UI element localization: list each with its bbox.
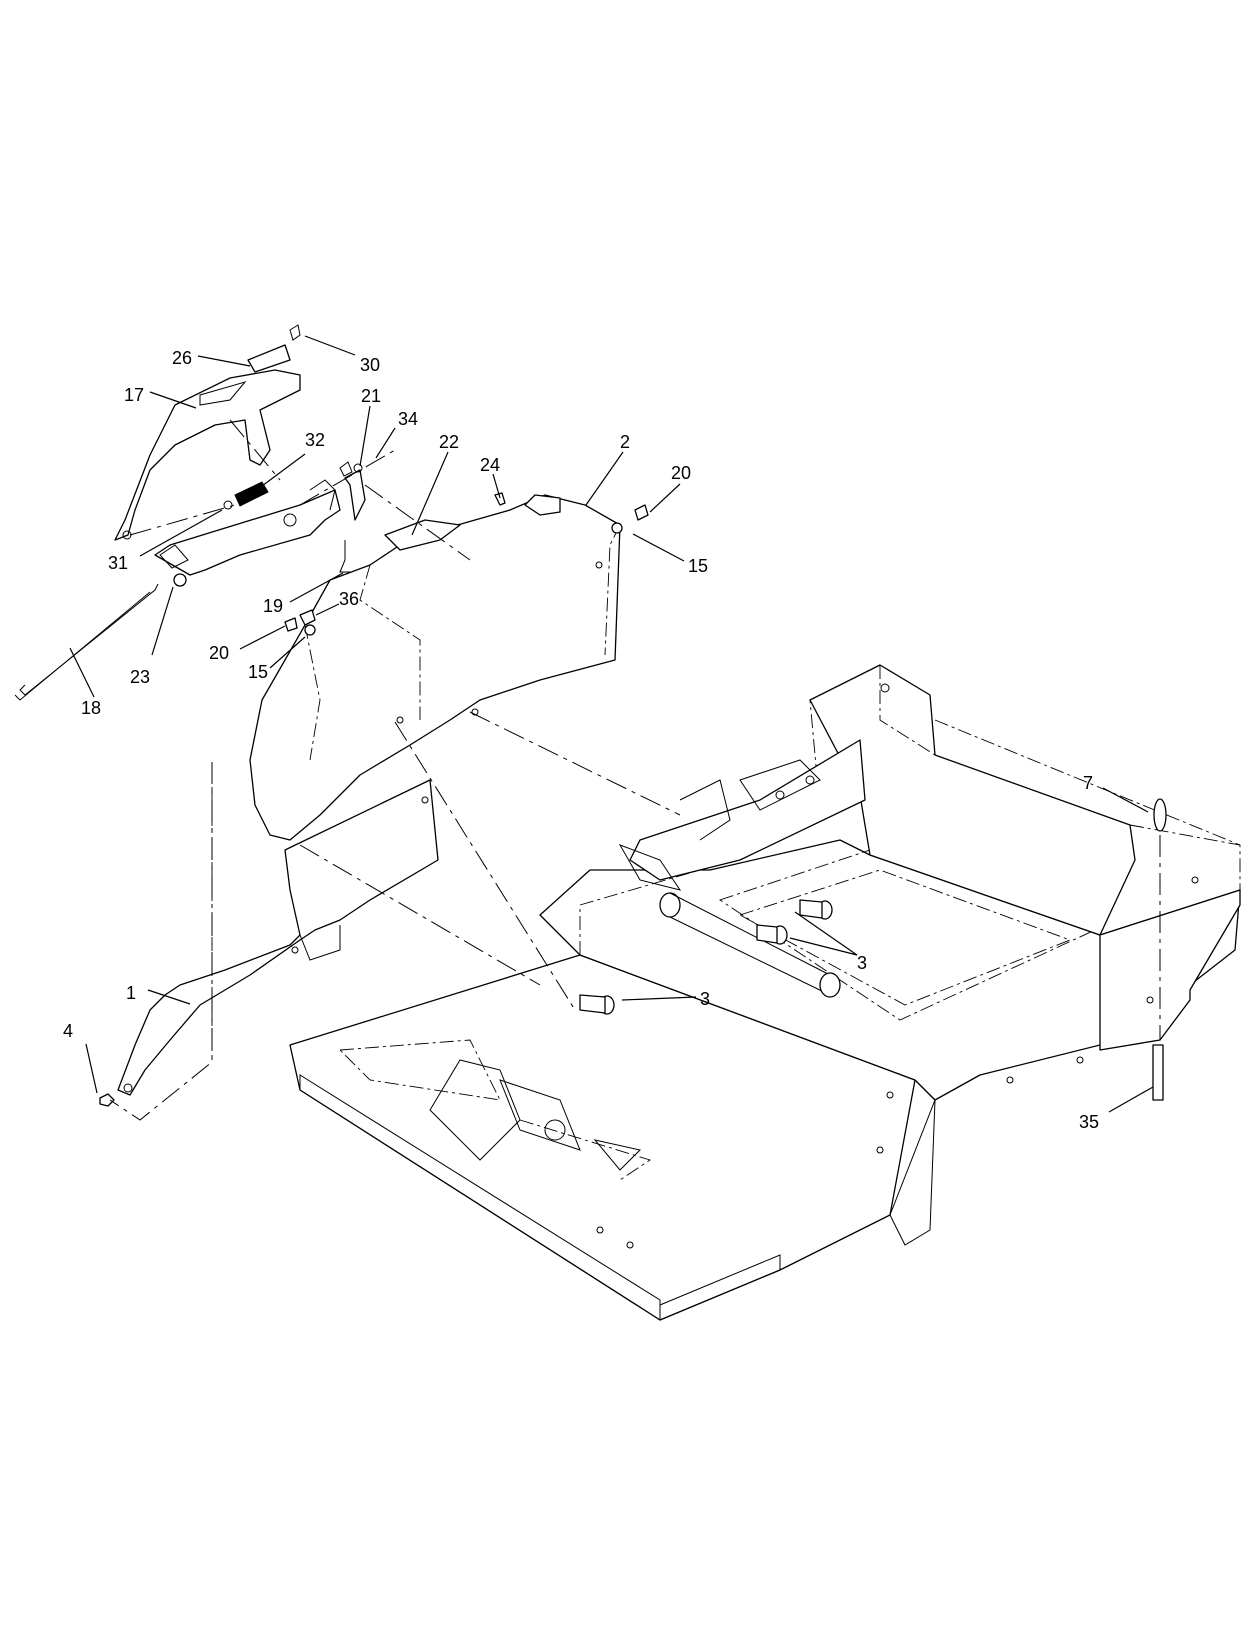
callout-18: 18 [81, 698, 101, 718]
callout-3b: 3 [700, 989, 710, 1009]
leader-lines [69, 335, 1154, 1113]
callout-32: 32 [305, 430, 325, 450]
callout-36: 36 [339, 589, 359, 609]
callout-7: 7 [1083, 773, 1093, 793]
callout-35: 35 [1079, 1112, 1099, 1132]
handle-bar [114, 369, 301, 541]
console-cover [249, 494, 621, 841]
callout-2: 2 [620, 432, 630, 452]
callout-23: 23 [130, 667, 150, 687]
bracket-22 [384, 519, 461, 551]
assembly-center-lines [109, 419, 1161, 1121]
control-bracket [154, 479, 341, 576]
callout-24: 24 [480, 455, 500, 475]
callout-22: 22 [439, 432, 459, 452]
small-fasteners [99, 492, 1167, 1107]
cable-pin-19 [339, 540, 350, 573]
callout-31: 31 [108, 553, 128, 573]
handle-cap [247, 324, 301, 373]
callout-20b: 20 [209, 643, 229, 663]
spring [223, 481, 269, 510]
callout-4: 4 [63, 1021, 73, 1041]
callout-3a: 3 [857, 953, 867, 973]
main-frame [289, 664, 1241, 1321]
callout-34: 34 [398, 409, 418, 429]
control-rod-18 [14, 573, 187, 701]
callout-19: 19 [263, 596, 283, 616]
callout-21: 21 [361, 386, 381, 406]
callout-15b: 15 [248, 662, 268, 682]
callout-26: 26 [172, 348, 192, 368]
callout-1: 1 [126, 983, 136, 1003]
callout-labels: 26 30 17 21 34 32 22 24 2 20 15 31 19 36… [63, 348, 1099, 1132]
callout-17: 17 [124, 385, 144, 405]
callout-20a: 20 [671, 463, 691, 483]
callout-30: 30 [360, 355, 380, 375]
bracket-21 [339, 461, 366, 521]
callout-15a: 15 [688, 556, 708, 576]
